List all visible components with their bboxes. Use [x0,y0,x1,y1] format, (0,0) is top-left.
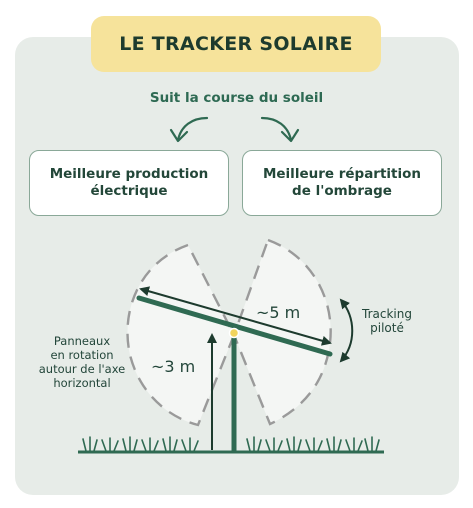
rotation-label-line2: en rotation [50,348,113,362]
tracking-label-line2: piloté [370,321,404,335]
pivot-point [228,327,240,339]
rotation-label-line4: horizontal [53,376,110,390]
curved-arrow-left-head-icon [169,128,189,143]
curved-arrow-right-icon [260,116,293,142]
rotation-sweep-left [126,243,236,427]
grass-icon [82,436,380,452]
subtitle: Suit la course du soleil [149,90,324,106]
diagram-card [15,37,459,495]
curved-arrow-left-icon [176,116,209,142]
height-label: ~3 m [151,357,195,376]
title-banner: LE TRACKER SOLAIRE [91,16,381,72]
benefit-shading: Meilleure répartition de l'ombrage [242,150,442,216]
tracking-label-line1: Tracking [361,307,412,321]
tracking-arrow-icon [339,298,354,363]
panel-length-arrow [139,286,332,346]
page-title: LE TRACKER SOLAIRE [119,33,353,55]
rotation-label-line3: autour de l'axe [39,362,126,376]
curved-arrow-right-head-icon [280,128,300,143]
rotation-label-line1: Panneaux [54,334,110,348]
panel-length-label: ~5 m [256,303,300,322]
benefit-production: Meilleure production électrique [29,150,229,216]
